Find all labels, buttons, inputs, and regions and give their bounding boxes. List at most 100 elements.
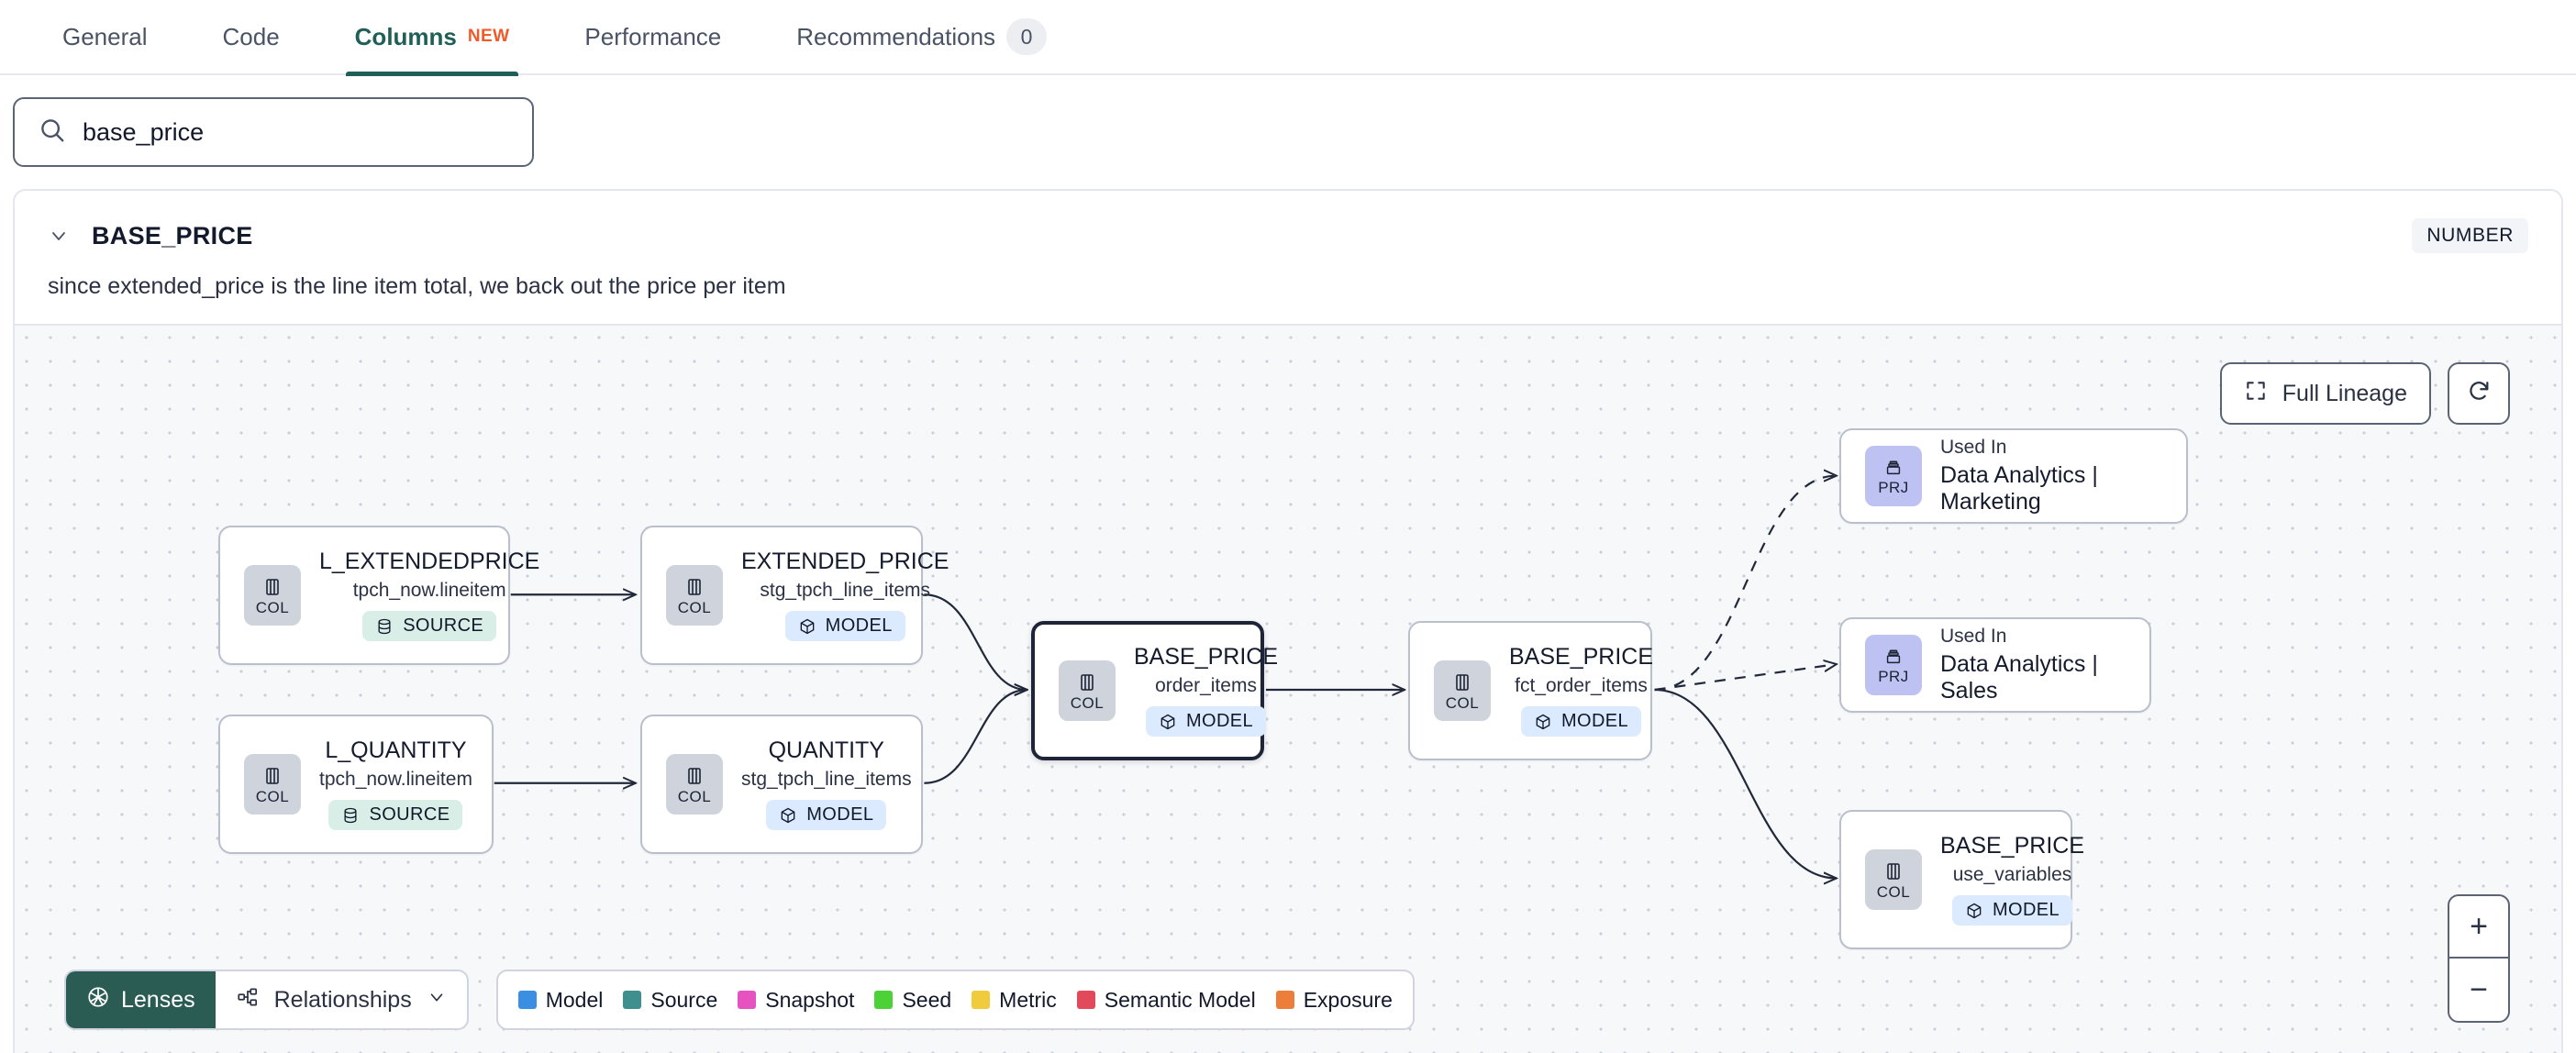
legend-swatch <box>972 991 991 1009</box>
kind-label: COL <box>1445 693 1480 712</box>
tab-performance[interactable]: Performance <box>575 0 730 74</box>
project-kind-chip: PRJ <box>1865 446 1922 506</box>
zoom-out-button[interactable]: − <box>2470 971 2488 1007</box>
cube-icon <box>800 618 814 635</box>
column-kind-chip: COL <box>244 565 301 626</box>
lineage-node-base-price-order-items[interactable]: COL BASE_PRICE order_items MODEL <box>1031 621 1278 760</box>
refresh-button[interactable] <box>2448 362 2510 425</box>
lineage-node-l-extendedprice[interactable]: COL L_EXTENDEDPRICE tpch_now.lineitem SO… <box>218 526 539 665</box>
full-lineage-label: Full Lineage <box>2282 380 2407 406</box>
tab-label: Columns <box>354 22 457 50</box>
lenses-button[interactable]: Lenses <box>66 971 216 1028</box>
node-name: EXTENDED_PRICE <box>741 548 949 574</box>
relationships-icon <box>236 985 260 1015</box>
node-body: BASE_PRICE use_variables MODEL <box>1940 832 2085 926</box>
badge-label: MODEL <box>1560 711 1629 732</box>
chevron-down-icon <box>427 987 447 1014</box>
node-body: BASE_PRICE fct_order_items MODEL <box>1509 644 1653 737</box>
column-header: BASE_PRICE NUMBER <box>15 191 2561 253</box>
zoom-in-button[interactable]: + <box>2449 896 2508 959</box>
kind-label: COL <box>677 787 712 805</box>
tab-label: Code <box>222 22 280 50</box>
kind-label: COL <box>1070 693 1105 712</box>
materialization-badge: MODEL <box>766 800 887 831</box>
legend-item-semantic-model: Semantic Model <box>1076 988 1256 1013</box>
tab-code[interactable]: Code <box>214 0 289 74</box>
node-subtitle: order_items <box>1155 675 1257 697</box>
legend-label: Model <box>545 987 604 1012</box>
kind-label: COL <box>677 598 712 616</box>
search-input[interactable] <box>83 117 508 147</box>
column-kind-chip: COL <box>1059 660 1116 721</box>
lineage-node-extended-price[interactable]: COL EXTENDED_PRICE stg_tpch_line_items M… <box>640 526 949 665</box>
chevron-down-icon[interactable] <box>48 225 79 247</box>
kind-label: PRJ <box>1878 667 1909 685</box>
kind-label: PRJ <box>1878 478 1909 496</box>
kind-label: COL <box>255 598 290 616</box>
node-body: EXTENDED_PRICE stg_tpch_line_items MODEL <box>741 549 949 642</box>
database-icon <box>378 618 391 634</box>
node-body: BASE_PRICE order_items MODEL <box>1134 643 1279 737</box>
node-name: QUANTITY <box>768 737 884 763</box>
materialization-badge: MODEL <box>1520 706 1642 737</box>
node-subtitle: stg_tpch_line_items <box>741 769 912 791</box>
cube-icon <box>781 807 795 824</box>
node-project-name: Data Analytics | Sales <box>1940 651 2098 704</box>
node-subtitle: tpch_now.lineitem <box>319 769 472 791</box>
materialization-badge: MODEL <box>784 611 905 642</box>
node-name: BASE_PRICE <box>1134 643 1279 670</box>
lineage-node-base-price-fct-order-items[interactable]: COL BASE_PRICE fct_order_items MODEL <box>1408 621 1653 760</box>
page-title: BASE_PRICE <box>92 221 253 249</box>
lineage-node-quantity[interactable]: COL QUANTITY stg_tpch_line_items MODEL <box>640 715 923 854</box>
badge-label: SOURCE <box>369 804 450 826</box>
legend-swatch <box>517 991 537 1009</box>
relationships-dropdown[interactable]: Relationships <box>216 971 467 1028</box>
database-icon <box>344 807 357 823</box>
tab-recommendations[interactable]: Recommendations 0 <box>787 0 1056 74</box>
lineage-canvas[interactable]: COL L_EXTENDEDPRICE tpch_now.lineitem SO… <box>15 324 2561 1053</box>
materialization-badge: SOURCE <box>362 611 497 642</box>
legend-label: Snapshot <box>765 987 855 1012</box>
aperture-icon <box>86 985 110 1015</box>
legend-label: Metric <box>999 987 1057 1012</box>
legend-item-seed: Seed <box>874 988 951 1013</box>
tab-general[interactable]: General <box>53 0 157 74</box>
tab-label: Performance <box>584 22 722 50</box>
badge-label: MODEL <box>1185 711 1254 732</box>
full-lineage-button[interactable]: Full Lineage <box>2219 362 2431 425</box>
recommendations-count-badge: 0 <box>1006 18 1048 55</box>
lineage-node-project-marketing[interactable]: PRJ Used In Data Analytics | Marketing <box>1839 428 2188 524</box>
kind-label: COL <box>1876 882 1911 901</box>
relationships-label: Relationships <box>273 986 412 1013</box>
project-icon <box>1886 648 1901 663</box>
lineage-node-l-quantity[interactable]: COL L_QUANTITY tpch_now.lineitem SOURCE <box>218 715 494 854</box>
legend-swatch <box>1076 991 1095 1009</box>
lineage-node-project-sales[interactable]: PRJ Used In Data Analytics | Sales <box>1839 617 2151 713</box>
column-type-badge: NUMBER <box>2412 218 2528 253</box>
lineage-node-base-price-use-variables[interactable]: COL BASE_PRICE use_variables MODEL <box>1839 810 2084 949</box>
column-panel: BASE_PRICE NUMBER since extended_price i… <box>13 189 2563 1053</box>
tab-columns[interactable]: Columns NEW <box>345 0 519 76</box>
search-box[interactable] <box>13 97 534 167</box>
node-name: BASE_PRICE <box>1940 832 2085 859</box>
node-name: L_EXTENDEDPRICE <box>319 548 540 574</box>
legend-label: Seed <box>902 987 952 1012</box>
column-kind-chip: COL <box>1865 849 1922 910</box>
lenses-label: Lenses <box>121 986 195 1013</box>
expand-icon <box>2244 379 2268 409</box>
materialization-badge: MODEL <box>1145 706 1267 737</box>
node-used-in-label: Used In <box>1940 626 2007 647</box>
search-icon <box>39 116 66 149</box>
kind-label: COL <box>255 787 290 805</box>
legend-swatch <box>623 991 642 1009</box>
legend-label: Exposure <box>1303 987 1393 1012</box>
legend-item-source: Source <box>623 988 717 1013</box>
legend-item-metric: Metric <box>972 988 1057 1013</box>
cube-icon <box>1967 903 1982 919</box>
node-used-in-label: Used In <box>1940 437 2007 458</box>
project-kind-chip: PRJ <box>1865 635 1922 695</box>
tab-new-badge: NEW <box>467 27 510 46</box>
column-kind-chip: COL <box>666 754 723 815</box>
column-kind-chip: COL <box>1434 660 1491 721</box>
node-subtitle: tpch_now.lineitem <box>352 580 506 602</box>
